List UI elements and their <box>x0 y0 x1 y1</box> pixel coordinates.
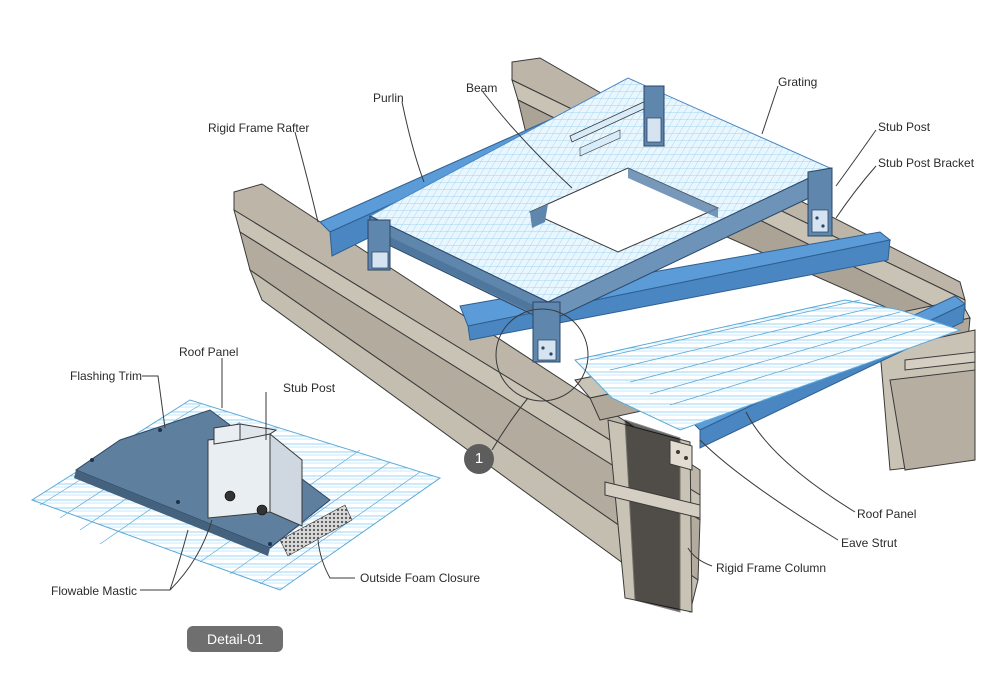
label-flashing-trim: Flashing Trim <box>70 369 143 383</box>
label-eave-strut: Eave Strut <box>841 536 898 550</box>
detail-flashing-trim <box>74 409 331 556</box>
label-outside-foam-closure: Outside Foam Closure <box>360 571 481 585</box>
roof-panel <box>574 299 962 431</box>
label-purlin: Purlin <box>373 91 404 105</box>
grating-platform <box>368 77 832 303</box>
label-beam: Beam <box>466 81 498 95</box>
detail-circle <box>495 308 589 402</box>
rigid-frame-column-front <box>604 419 701 613</box>
label-roof-panel: Roof Panel <box>857 507 917 521</box>
rigid-frame-column-back <box>879 329 976 471</box>
detail-callout-number: 1 <box>464 444 494 474</box>
stub-post-front <box>532 301 561 363</box>
label-detail-roof-panel: Roof Panel <box>179 345 239 359</box>
detail-badge: Detail-01 <box>187 626 283 652</box>
leader-lines-main <box>294 85 877 567</box>
stub-post-left <box>367 219 391 271</box>
stub-post-right <box>807 167 833 237</box>
label-rigid-frame-rafter: Rigid Frame Rafter <box>208 121 310 135</box>
detail-foam-closure <box>279 504 353 557</box>
detail-stub-post <box>207 423 303 527</box>
beam-frame <box>369 167 831 323</box>
leader-lines-detail <box>140 358 355 591</box>
label-detail-stub-post: Stub Post <box>283 381 336 395</box>
label-rigid-frame-column: Rigid Frame Column <box>716 561 827 575</box>
stub-post-back <box>643 85 665 147</box>
label-stub-post-bracket: Stub Post Bracket <box>878 156 975 170</box>
label-flowable-mastic: Flowable Mastic <box>51 584 138 598</box>
label-grating: Grating <box>778 75 818 89</box>
rigid-frame-rafter <box>233 183 701 613</box>
label-stub-post: Stub Post <box>878 120 931 134</box>
